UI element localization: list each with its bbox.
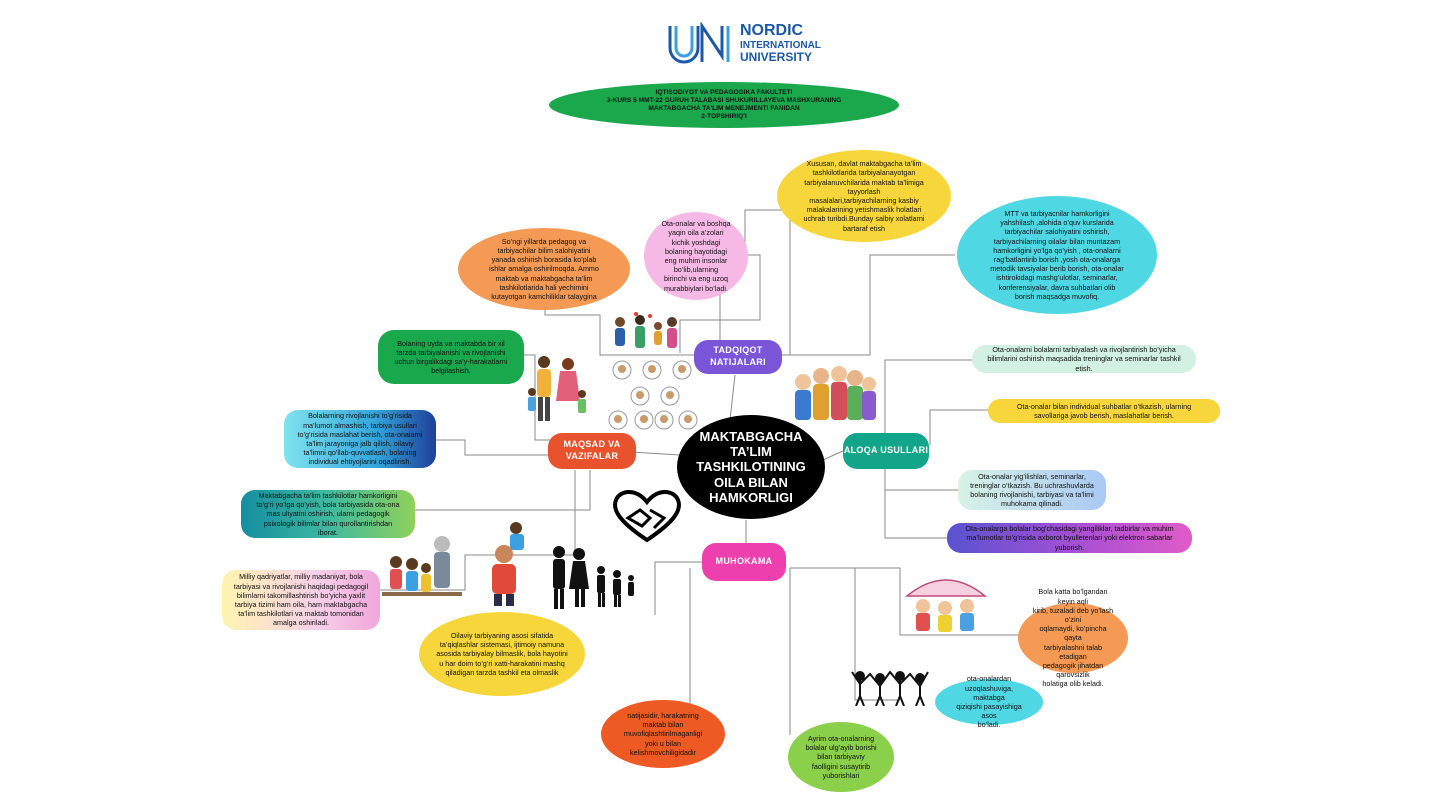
node-mtt: MTT va tarbiyacnilar hamkorligini yahshi… (957, 196, 1157, 314)
node-xususan: Xususan, davlat maktabgacha ta’lim tashk… (777, 150, 951, 242)
family-icon (615, 312, 677, 348)
grandparents-children-icon (382, 536, 462, 596)
node-songgi: So’ngi yillarda pedagog va tarbiyachilar… (458, 228, 630, 310)
node-aloqa-axborot: Ota-onalarga bolalar bog’chasidagi yangi… (947, 523, 1192, 553)
handshake-heart-icon (613, 490, 681, 543)
node-aloqa-individual: Ota-onalar bilan individual suhbatlar o’… (988, 399, 1220, 423)
connector-aloqa-2 (929, 409, 990, 445)
connector-tadqiqot-songgi (544, 305, 695, 356)
family-silhouette-icon (553, 546, 634, 609)
family-with-children-icon (528, 356, 586, 421)
logo-line-2: INTERNATIONAL (740, 39, 821, 51)
children-umbrella-icon (904, 579, 988, 632)
hub-aloqa-usullari: ALOQA USULLARI (843, 433, 929, 469)
node-bola-katta: Bola katta bo’lgandan keyin aqli kirib, … (1018, 587, 1128, 688)
connector-aloqa-4 (884, 470, 950, 539)
connector-muhokama-oilaviy (654, 561, 702, 615)
university-logo: NORDIC INTERNATIONAL UNIVERSITY (666, 22, 821, 65)
logo-text: NORDIC INTERNATIONAL UNIVERSITY (740, 22, 821, 65)
node-maktabgacha-hamkorlik: Maktabgacha ta’lim tashkilotlar hamkorli… (241, 490, 415, 538)
connector-center-tadqiqot (729, 374, 736, 421)
connector-tadqiqot-xususan (679, 209, 865, 353)
node-natijasidir: natijasidir, harakatning maktab bilan mu… (601, 700, 725, 768)
node-bolaning-uyda: Bolaning uyda va maktabda bir xil tarzda… (378, 330, 524, 384)
central-topic: MAKTABGACHA TA’LIM TASHKILOTINING OILA B… (677, 415, 825, 519)
connector-tadqiqot-otaonalar (695, 294, 721, 340)
node-aloqa-treninglar: Ota-onalarni bolalarni tarbiyalash va ri… (972, 345, 1196, 373)
hub-maqsad-va-vazifalar: MAQSAD VA VAZIFALAR (548, 433, 636, 469)
connector-center-maqsad (629, 451, 681, 456)
node-otaonalardan: ota-onalardan uzoqlashuviga, maktabga qi… (935, 674, 1043, 729)
university-logo-icon (668, 22, 730, 64)
connector-aloqa-1 (884, 359, 975, 445)
connector-tadqiqot-xususan-2 (760, 210, 791, 356)
node-otaonalar-boshqa: Ota-onalar va boshqa yaqin oila a’zolari… (644, 212, 748, 300)
header-banner: IQTISODIYOT VA PEDAGOGIKA FAKULTETI 3-KU… (549, 82, 899, 128)
hub-muhokama: MUHOKAMA (702, 543, 786, 581)
hub-tadqiqot-natijalari: TADQIQOT NATIJALARI (694, 340, 782, 374)
silhouette-hands-up-icon (851, 670, 929, 706)
connector-maqsad-rivoj (435, 439, 550, 456)
logo-line-1: NORDIC (740, 22, 804, 39)
node-ayrim: Ayrim ota-onalarning bolalar ulg’ayib bo… (788, 722, 894, 792)
people-network-icon (608, 360, 698, 430)
node-bolalarning-rivojlanishi: Bolalarning rivojlanishi to’g’risida ma’… (284, 410, 436, 468)
father-child-icon (492, 522, 524, 606)
connector-maqsad-hamkorlik (410, 470, 591, 511)
connector-maqsad-milliy (380, 470, 576, 591)
logo-line-3: UNIVERSITY (740, 50, 813, 65)
node-milliy: Milliy qadriyatlar, milliy madaniyat, bo… (222, 570, 380, 630)
connector-tadqiqot-mtt (790, 254, 955, 356)
connector-muhokama-bola-katta (790, 567, 1020, 636)
node-oilaviy: Oilaviy tarbiyaning asosi sifatida ta’qi… (419, 612, 585, 696)
node-aloqa-yigilishlar: Ota-onalar yig’ilishlari, seminarlar, tr… (958, 470, 1106, 510)
people-group-icon (795, 366, 876, 420)
